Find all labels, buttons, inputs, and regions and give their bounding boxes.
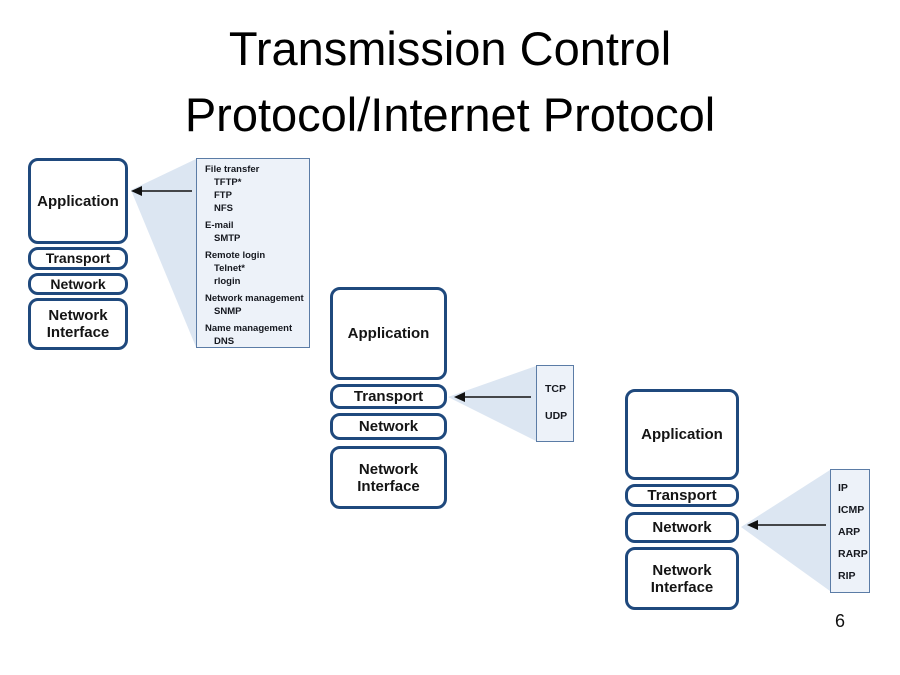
protocol-name: SNMP [214, 306, 242, 317]
arrow-to-network [747, 520, 826, 530]
protocol-name: rlogin [214, 276, 241, 287]
protocol-name: TCP [545, 383, 566, 395]
protocol-name: UDP [545, 410, 568, 422]
stack3-layer-network: Network [625, 512, 739, 543]
stack2-layer-network-interface: Network Interface [330, 446, 447, 509]
protocol-category: File transfer [205, 164, 260, 175]
protocol-category: E-mail [205, 220, 234, 231]
protocol-group-remote-login: Remote login Telnet* rlogin [205, 249, 305, 288]
protocol-name: TFTP* [214, 177, 242, 188]
callout-network-protocols: IP ICMP ARP RARP RIP [830, 469, 870, 593]
protocol-group-email: E-mail SMTP [205, 219, 305, 245]
protocol-name: RIP [838, 570, 856, 582]
protocol-name: DNS [214, 336, 235, 347]
protocol-name: ICMP [838, 504, 865, 516]
callout-application-protocols: File transfer TFTP* FTP NFS E-mail SMTP … [196, 158, 310, 348]
protocol-category: Remote login [205, 250, 266, 261]
protocol-category: Network management [205, 293, 304, 304]
page-number: 6 [834, 611, 845, 631]
arrow-to-application [131, 186, 192, 196]
protocol-category: Name management [205, 323, 293, 334]
protocol-name: ARP [838, 526, 861, 538]
protocol-group-name-management: Name management DNS [205, 322, 305, 348]
callout-transport-protocols: TCP UDP [536, 365, 574, 442]
protocol-group-network-management: Network management SNMP [205, 292, 305, 318]
wedge-network-callout [741, 470, 830, 591]
stack1-layer-network-interface: Network Interface [28, 298, 128, 350]
protocol-name: NFS [214, 203, 233, 214]
protocol-name: IP [838, 482, 848, 494]
title-line-1: Transmission Control [228, 22, 672, 75]
stack2-layer-application: Application [330, 287, 447, 380]
slide-title: Transmission Control Protocol/Internet P… [0, 16, 900, 148]
stack1-layer-transport: Transport [28, 247, 128, 270]
stack1-layer-network: Network [28, 273, 128, 295]
protocol-name: FTP [214, 190, 232, 201]
stack2-layer-transport: Transport [330, 384, 447, 409]
wedge-transport-callout [448, 366, 536, 441]
stack1-layer-application: Application [28, 158, 128, 244]
protocol-name: Telnet* [214, 263, 245, 274]
protocol-name: SMTP [214, 233, 241, 244]
stack3-layer-network-interface: Network Interface [625, 547, 739, 610]
stack3-layer-transport: Transport [625, 484, 739, 507]
title-line-2: Protocol/Internet Protocol [184, 88, 716, 141]
protocol-group-file-transfer: File transfer TFTP* FTP NFS [205, 163, 305, 215]
protocol-name: RARP [838, 548, 868, 560]
wedge-application-callout [131, 159, 196, 347]
stack3-layer-application: Application [625, 389, 739, 480]
stack2-layer-network: Network [330, 413, 447, 440]
arrow-to-transport [454, 392, 531, 402]
